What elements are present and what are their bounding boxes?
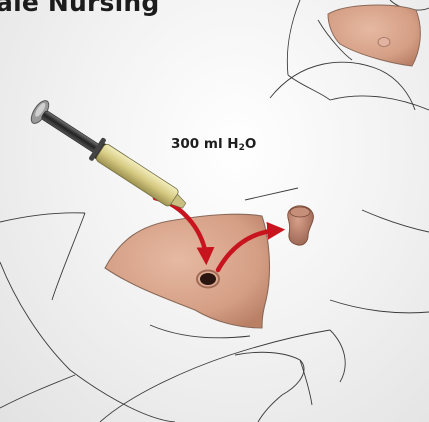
abdomen-skin-patch [105, 214, 269, 328]
stoma-opening [200, 273, 216, 285]
syringe-icon [28, 98, 191, 217]
inset-stoma-skin [328, 5, 420, 66]
stoma-plug-icon [288, 206, 314, 245]
inset-stoma-button [378, 38, 390, 47]
